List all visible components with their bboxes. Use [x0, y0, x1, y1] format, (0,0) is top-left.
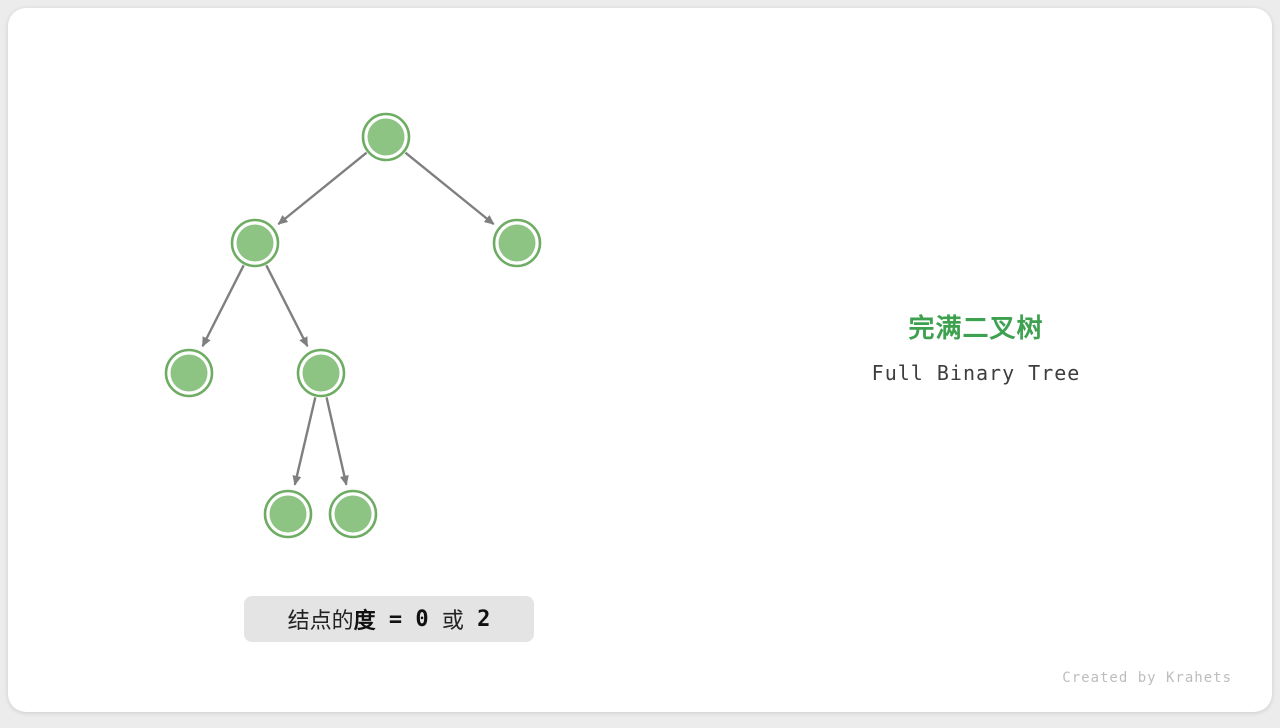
credit-text: Created by Krahets	[1062, 670, 1232, 686]
title-chinese: 完满二叉树	[908, 313, 1044, 343]
tree-node	[164, 348, 214, 398]
tree-edge	[201, 264, 245, 348]
tree-edge	[277, 151, 368, 226]
tree-edge	[325, 397, 349, 486]
caption-term: 度	[353, 609, 376, 634]
tree-node	[361, 112, 411, 162]
tree-edge	[404, 151, 495, 226]
tree-edge	[292, 397, 317, 486]
caption-equals: =	[375, 606, 416, 632]
title-block: 完满二叉树 Full Binary Tree	[872, 308, 1081, 385]
tree-node	[296, 348, 346, 398]
caption-value-a: 0	[415, 606, 429, 632]
degree-caption: 结点的度 = 0 或 2	[244, 596, 534, 642]
binary-tree-diagram	[164, 112, 542, 539]
tree-node	[328, 489, 378, 539]
caption-prefix: 结点的	[287, 609, 354, 634]
title-english: Full Binary Tree	[871, 361, 1081, 385]
tree-node	[492, 218, 542, 268]
tree-node	[230, 218, 280, 268]
tree-node	[263, 489, 313, 539]
caption-conjunction: 或	[428, 609, 478, 634]
figure-card: 完满二叉树 Full Binary Tree 结点的度 = 0 或 2 Crea…	[8, 8, 1272, 712]
tree-edge	[265, 264, 309, 348]
tree-nodes	[164, 112, 542, 539]
tree-edges	[201, 151, 495, 486]
caption-value-b: 2	[477, 606, 491, 632]
